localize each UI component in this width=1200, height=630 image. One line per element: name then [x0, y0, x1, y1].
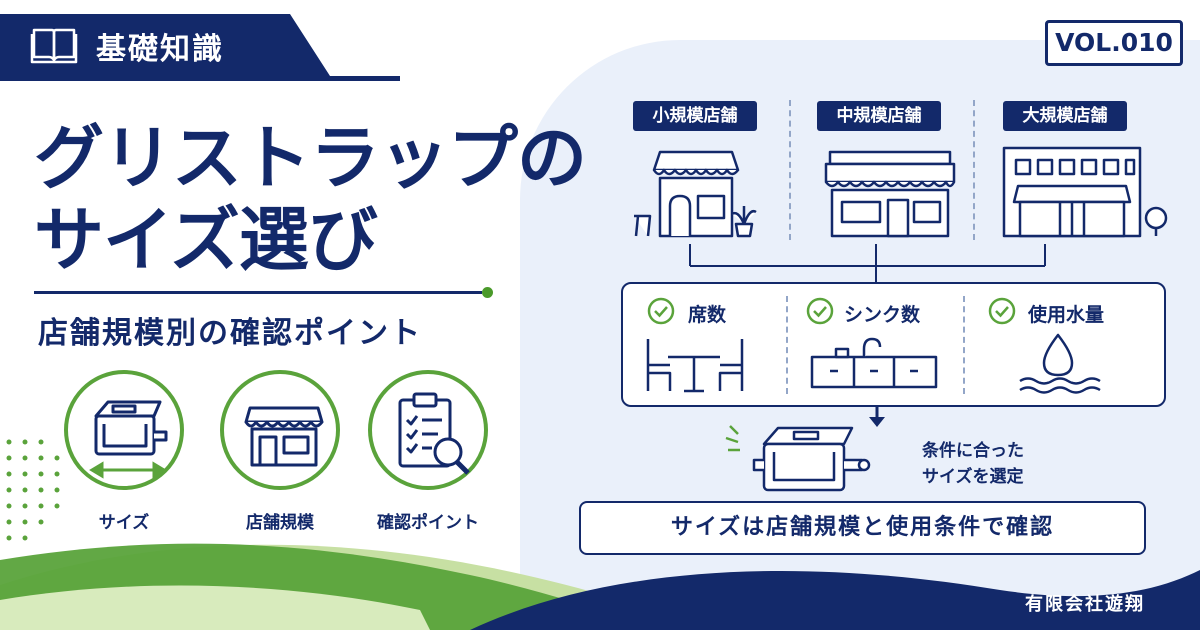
result-text: 条件に合った サイズを選定	[922, 438, 1024, 490]
large-store-tag: 大規模店舗	[1003, 101, 1127, 131]
company-name: 有限会社遊翔	[1025, 594, 1145, 615]
water-drop-icon	[1019, 333, 1101, 394]
condition-seats-label: 席数	[688, 304, 727, 326]
condition-illustrations	[646, 333, 1101, 394]
title-divider-dot	[482, 287, 493, 298]
feature-store-circle	[220, 370, 340, 490]
storefront-icon	[244, 406, 324, 467]
arrow-down-icon	[869, 407, 885, 427]
large-building-icon	[1002, 146, 1168, 238]
medium-shop-icon	[824, 150, 956, 238]
kitchen-sink-icon	[810, 337, 938, 389]
grease-trap-icon	[725, 425, 871, 492]
store-illustrations	[634, 146, 1168, 282]
feature-checkpoint-label: 確認ポイント	[377, 513, 479, 533]
open-book-icon	[30, 28, 78, 64]
check-circle-icon	[806, 297, 834, 325]
condition-divider-1	[786, 296, 788, 394]
feature-store-label: 店舗規模	[246, 513, 314, 533]
page-title-line-2: サイズ選び	[34, 199, 378, 281]
condition-sinks-label: シンク数	[844, 304, 921, 326]
small-store-tag: 小規模店舗	[633, 101, 757, 131]
feature-checkpoint-circle	[368, 370, 488, 490]
result-line-1: 条件に合った	[922, 441, 1024, 461]
category-label: 基礎知識	[96, 32, 224, 67]
result-line-2: サイズを選定	[922, 467, 1024, 487]
checklist-magnifier-icon	[398, 392, 470, 475]
page-title-line-1: グリストラップの	[34, 117, 587, 199]
title-divider	[34, 291, 482, 294]
subtitle: 店舗規模別の確認ポイント	[38, 316, 422, 351]
summary-banner: サイズは店舗規模と使用条件で確認	[579, 501, 1146, 555]
feature-size-label: サイズ	[98, 513, 150, 533]
small-shop-icon	[634, 150, 757, 238]
check-circle-icon	[988, 297, 1016, 325]
feature-size-circle	[64, 370, 184, 490]
medium-store-tag: 中規模店舗	[817, 101, 941, 131]
dot-pattern-decoration	[6, 439, 60, 541]
check-circle-icon	[647, 297, 675, 325]
grease-trap-size-icon	[89, 400, 168, 479]
volume-badge: VOL.010	[1045, 20, 1183, 66]
store-divider-1	[789, 100, 791, 240]
condition-divider-2	[963, 296, 965, 394]
tag-underline	[0, 76, 400, 81]
table-chairs-icon	[646, 339, 744, 393]
store-divider-2	[973, 100, 975, 240]
condition-water-label: 使用水量	[1028, 304, 1105, 326]
